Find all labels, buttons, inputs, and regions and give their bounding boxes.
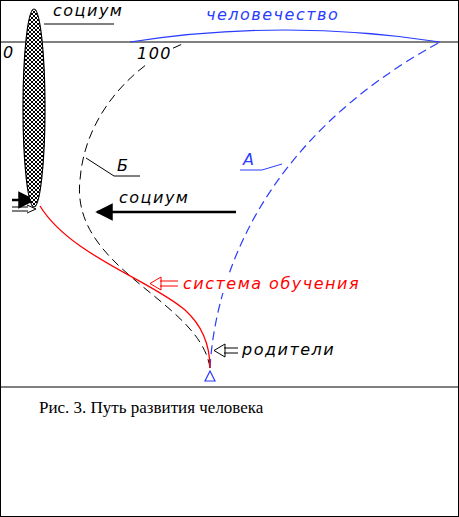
parents-arrow xyxy=(214,344,238,357)
axis-number: 100 xyxy=(136,45,173,63)
caption-border xyxy=(0,386,459,387)
origin-triangle xyxy=(205,371,215,381)
node-label: социум xyxy=(52,2,124,20)
leader-line xyxy=(114,176,140,177)
path-a-curve xyxy=(210,42,440,368)
path-b-curve xyxy=(79,43,210,368)
figure-caption: Рис. 3. Путь развития человека xyxy=(38,398,264,418)
axis-number: 0 xyxy=(2,44,16,62)
axis-line xyxy=(0,42,459,43)
leader-line xyxy=(240,170,262,171)
leader-line xyxy=(86,158,114,176)
ellipse-outline xyxy=(23,9,45,207)
arrow-label: родители xyxy=(241,341,336,359)
leader-line xyxy=(44,24,114,25)
arrow-label: система обучения xyxy=(182,275,361,293)
arrow-label: социум xyxy=(118,189,190,207)
humanity-curve xyxy=(130,30,440,42)
society-ellipse: социум xyxy=(22,8,46,208)
path-label: Б xyxy=(116,157,130,175)
leader-line xyxy=(262,164,282,170)
learning-arrow xyxy=(150,277,178,290)
path-label: А xyxy=(242,151,256,169)
hatched-ellipse xyxy=(22,8,46,208)
society-arrow xyxy=(97,211,236,214)
group-label: человечество xyxy=(205,6,340,24)
